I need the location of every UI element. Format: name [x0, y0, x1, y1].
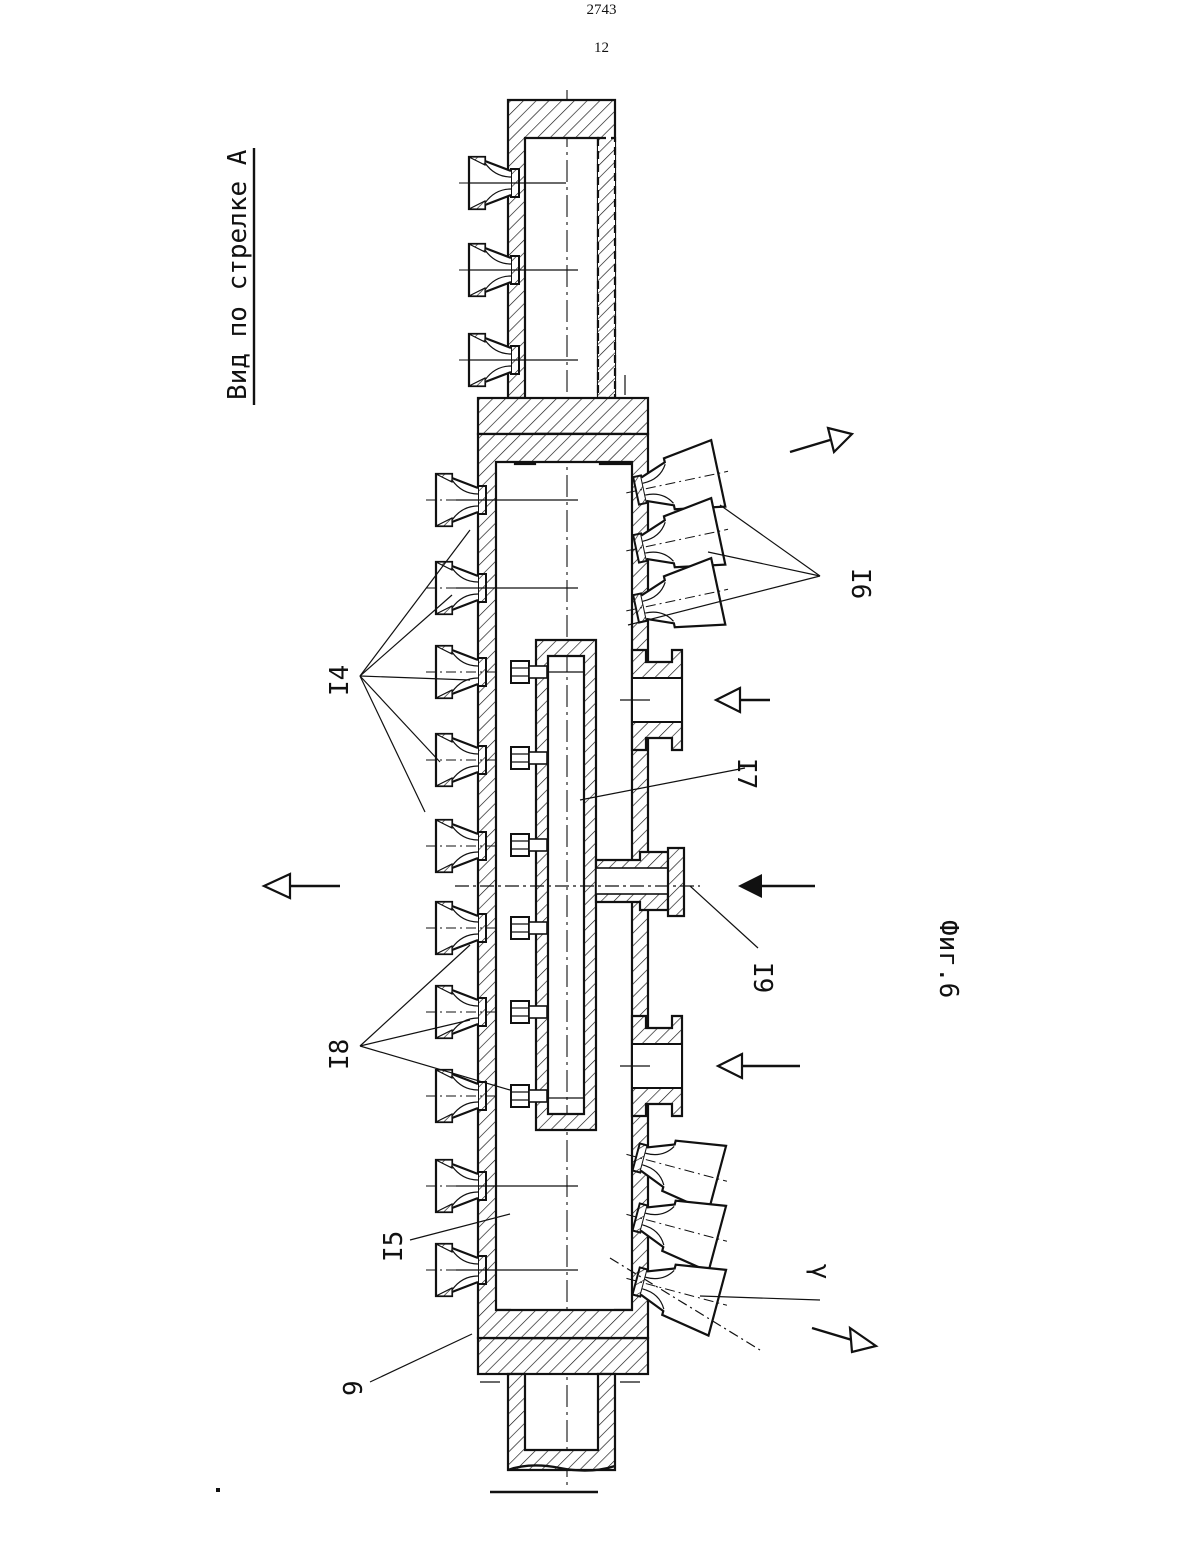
label-18: I8: [325, 1039, 355, 1070]
label-angle-gamma: γ: [805, 1264, 835, 1280]
figure-caption: Фиг.6: [933, 920, 963, 998]
label-15: I5: [379, 1231, 409, 1262]
label-17: I7: [731, 758, 761, 789]
lower-pipe: [480, 1374, 640, 1471]
scan-speck: [216, 1488, 220, 1492]
flow-arrows: [264, 428, 876, 1352]
label-19: I9: [747, 962, 777, 993]
label-9: 9: [339, 1380, 369, 1396]
view-title: Вид по стрелке А: [223, 149, 253, 400]
label-16: I6: [845, 568, 875, 599]
label-14: I4: [325, 665, 355, 696]
